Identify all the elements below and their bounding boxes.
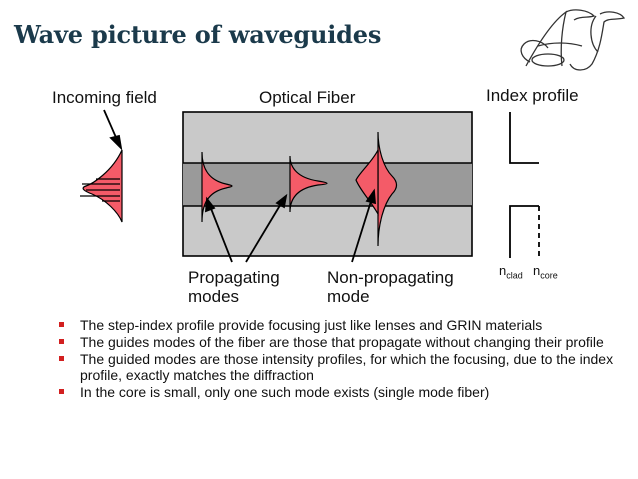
bullet-item: In the core is small, only one such mode… <box>56 384 616 400</box>
fiber-core <box>183 163 472 206</box>
aj-monogram-logo <box>520 9 626 71</box>
n-core-label: ncore <box>533 263 558 281</box>
bullet-item: The guides modes of the fiber are those … <box>56 334 616 350</box>
nonpropagating-mode-label: Non-propagating mode <box>327 268 454 306</box>
incoming-field-label: Incoming field <box>52 88 157 107</box>
bullet-item: The step-index profile provide focusing … <box>56 317 616 333</box>
bullet-square-icon <box>59 322 64 327</box>
bullet-square-icon <box>59 389 64 394</box>
propagating-mode-2 <box>289 155 328 213</box>
propagating-modes-label: Propagating modes <box>188 268 280 306</box>
index-profile-label: Index profile <box>486 86 579 105</box>
bullet-square-icon <box>59 356 64 361</box>
bullet-list: The step-index profile provide focusing … <box>56 317 616 401</box>
incoming-field-wave <box>80 149 123 223</box>
bullet-square-icon <box>59 339 64 344</box>
n-clad-label: nclad <box>499 263 523 281</box>
bullet-item: The guided modes are those intensity pro… <box>56 351 616 383</box>
index-profile-plot <box>509 112 540 258</box>
slide-title: Wave picture of waveguides <box>14 20 382 49</box>
arrows <box>103 109 377 263</box>
optical-fiber-label: Optical Fiber <box>259 88 356 107</box>
nonpropagating-mode <box>377 131 398 247</box>
propagating-mode-1 <box>201 151 233 223</box>
